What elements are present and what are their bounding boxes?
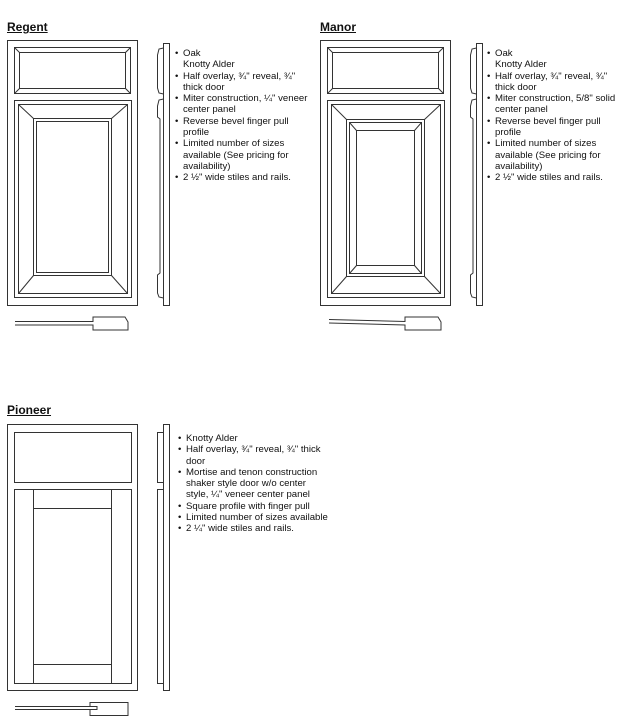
feature: Limited number of sizes available (See p… — [175, 138, 315, 172]
feature: Limited number of sizes available (See p… — [487, 138, 627, 172]
feature: Limited number of sizes available — [178, 512, 328, 524]
manor-front-drawing — [320, 40, 451, 306]
feature: Reverse bevel finger pull profile — [175, 116, 315, 139]
regent-front-drawing — [7, 40, 138, 306]
manor-features: Oak Knotty Alder Half overlay, ¾" reveal… — [487, 48, 627, 184]
pioneer-title: Pioneer — [7, 403, 52, 417]
feature: 2 ½" wide stiles and rails. — [175, 172, 315, 184]
regent-title: Regent — [7, 20, 48, 34]
feature: Half overlay, ¾" reveal, ¾" thick door — [175, 71, 315, 94]
feature: Oak — [487, 48, 627, 60]
feature: Half overlay, ¾" reveal, ¾" thick door — [178, 444, 328, 467]
feature: 2 ¼" wide stiles and rails. — [178, 523, 328, 535]
pioneer-edge-profile — [15, 702, 129, 716]
regent-side-profile — [157, 43, 170, 306]
feature: Reverse bevel finger pull profile — [487, 116, 627, 139]
feature: Square profile with finger pull — [178, 501, 328, 513]
pioneer-front-drawing — [7, 424, 138, 691]
feature: Knotty Alder — [495, 59, 547, 71]
regent-edge-profile — [15, 316, 129, 331]
feature: Miter construction, 5/8" solid center pa… — [487, 93, 627, 116]
feature: Miter construction, ¼" veneer center pan… — [175, 93, 315, 116]
pioneer-side-profile — [157, 424, 170, 691]
feature: Half overlay, ¾" reveal, ¾" thick door — [487, 71, 627, 94]
feature: 2 ½" wide stiles and rails. — [487, 172, 627, 184]
manor-edge-profile — [328, 316, 442, 331]
feature: Knotty Alder — [183, 59, 235, 71]
feature: Oak — [175, 48, 315, 60]
feature: Knotty Alder — [178, 433, 328, 445]
feature: Mortise and tenon construction shaker st… — [178, 467, 328, 501]
manor-title: Manor — [320, 20, 356, 34]
pioneer-features: Knotty Alder Half overlay, ¾" reveal, ¾"… — [178, 433, 328, 535]
regent-features: Oak Knotty Alder Half overlay, ¾" reveal… — [175, 48, 315, 184]
manor-side-profile — [470, 43, 483, 306]
